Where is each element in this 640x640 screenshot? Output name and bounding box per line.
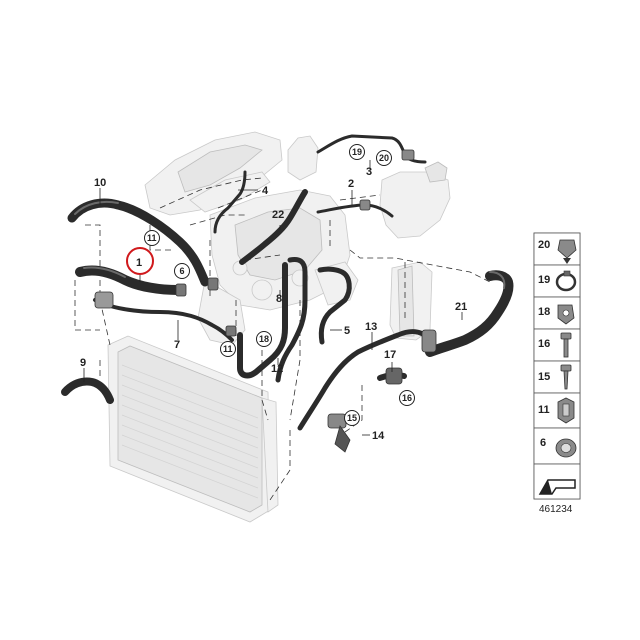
callout-20: 20 xyxy=(376,150,392,166)
callout-4: 4 xyxy=(262,185,269,197)
svg-text:20: 20 xyxy=(538,239,550,251)
parts-panel: 20 19 18 16 xyxy=(533,232,581,500)
svg-text:16: 16 xyxy=(538,338,550,350)
parts-panel-item-20: 20 xyxy=(533,232,581,266)
screw-icon xyxy=(560,364,572,390)
callout-10: 10 xyxy=(94,177,106,189)
bolt-icon xyxy=(560,332,572,358)
clamp-icon xyxy=(557,397,575,424)
svg-text:19: 19 xyxy=(352,147,362,157)
callout-11-bottom: 11 xyxy=(220,341,236,357)
svg-text:20: 20 xyxy=(379,153,389,163)
small-components xyxy=(94,149,437,453)
svg-text:16: 16 xyxy=(402,393,412,403)
circled-callouts: 1 11 6 11 18 19 20 16 xyxy=(126,144,415,426)
callout-9: 9 xyxy=(80,357,86,369)
diagram-number: 461234 xyxy=(539,504,573,515)
callout-21: 21 xyxy=(455,301,467,313)
callout-12: 12 xyxy=(271,363,283,375)
callout-17: 17 xyxy=(384,349,396,361)
callout-1-highlight: 1 xyxy=(126,247,154,275)
callout-3: 3 xyxy=(366,166,372,178)
expansion-tank-ghost xyxy=(287,135,451,341)
connector-icon xyxy=(555,438,577,458)
callout-15: 15 xyxy=(344,410,360,426)
parts-panel-item-18: 18 xyxy=(533,296,581,330)
svg-text:15: 15 xyxy=(347,413,357,423)
svg-text:11: 11 xyxy=(538,404,550,416)
callout-19: 19 xyxy=(349,144,365,160)
callout-13: 13 xyxy=(365,321,377,333)
parts-panel-item-6: 6 xyxy=(533,427,581,465)
callout-11-top: 11 xyxy=(144,230,160,246)
callout-2: 2 xyxy=(348,178,354,190)
callout-labels: 10 4 2 3 22 8 5 7 9 12 13 14 17 21 xyxy=(80,166,467,442)
svg-text:11: 11 xyxy=(147,233,157,243)
parts-panel-item-16: 16 xyxy=(533,328,581,362)
svg-text:18: 18 xyxy=(259,334,269,344)
callout-6: 6 xyxy=(174,263,190,279)
parts-panel-item-11: 11 xyxy=(533,392,581,429)
parts-panel-item-15: 15 xyxy=(533,360,581,394)
callout-8: 8 xyxy=(276,293,282,305)
assembly-dash-lines xyxy=(74,177,491,501)
callout-5: 5 xyxy=(344,325,350,337)
parts-panel-item-19: 19 xyxy=(533,264,581,298)
bracket-clip-icon xyxy=(557,304,575,325)
svg-text:6: 6 xyxy=(540,437,546,449)
svg-text:15: 15 xyxy=(538,371,550,383)
callout-14: 14 xyxy=(372,430,385,442)
svg-text:6: 6 xyxy=(180,266,185,276)
callout-7: 7 xyxy=(174,339,180,351)
hose-clamp-icon xyxy=(555,270,577,292)
svg-text:1: 1 xyxy=(136,257,142,269)
leader-lines xyxy=(83,160,463,436)
callout-22: 22 xyxy=(272,209,284,221)
parts-panel-footer xyxy=(533,463,581,500)
svg-text:11: 11 xyxy=(223,344,233,354)
radiator-ghost xyxy=(107,335,279,523)
svg-text:18: 18 xyxy=(538,306,550,318)
callout-16: 16 xyxy=(399,390,415,406)
clip-icon xyxy=(557,239,577,264)
direction-arrow-icon xyxy=(538,479,576,495)
svg-text:19: 19 xyxy=(538,274,550,286)
callout-18: 18 xyxy=(256,331,272,347)
